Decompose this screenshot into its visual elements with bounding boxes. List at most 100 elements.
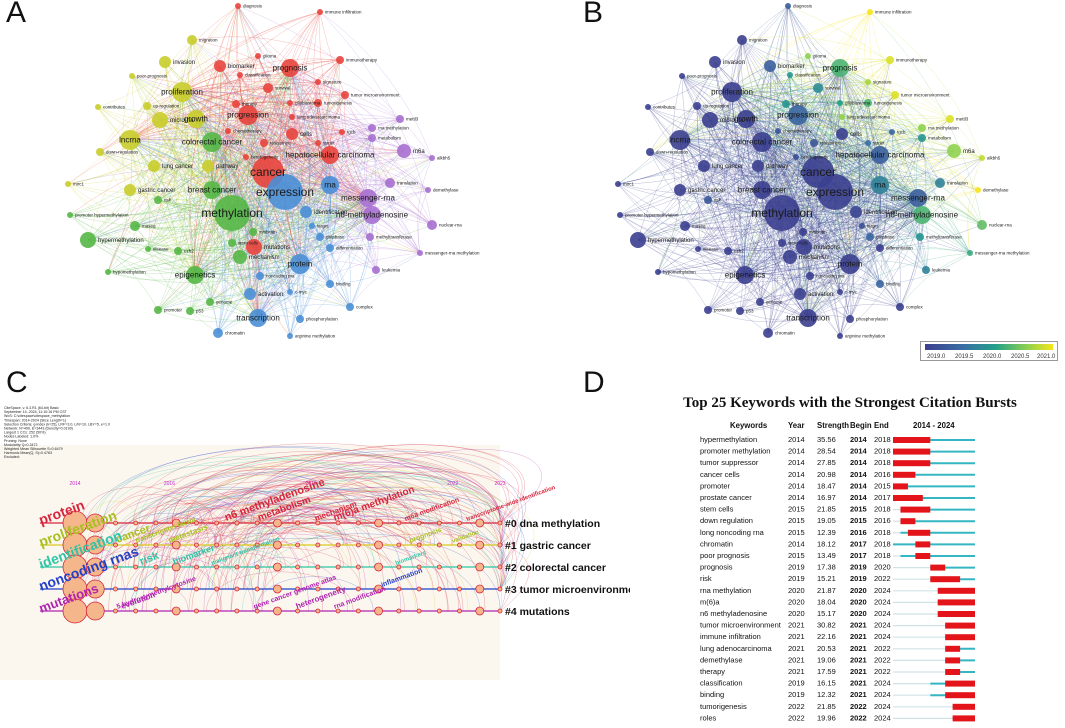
network-node-label: lncrna xyxy=(119,136,141,145)
network-edge xyxy=(257,55,331,156)
network-node-label: pathway xyxy=(216,164,238,170)
burst-strength: 27.85 xyxy=(817,458,836,467)
network-edge xyxy=(714,61,783,214)
network-edge xyxy=(164,61,233,214)
bursts-header-range: 2014 - 2024 xyxy=(913,421,955,430)
network-edge xyxy=(314,81,331,186)
network-edge xyxy=(679,125,983,159)
network-edge xyxy=(257,55,331,186)
network-node xyxy=(326,244,334,252)
network-edge xyxy=(757,165,921,238)
network-edge xyxy=(731,67,841,93)
timeline-node xyxy=(295,608,301,614)
network-edge xyxy=(317,142,405,155)
network-node xyxy=(244,288,256,300)
network-edge xyxy=(867,142,955,155)
network-edge xyxy=(757,67,841,167)
network-edge xyxy=(107,103,237,273)
network-edge xyxy=(761,141,901,308)
network-edge xyxy=(189,189,214,312)
burst-begin: 2014 xyxy=(850,493,868,502)
network-edge xyxy=(679,139,871,238)
network-edge xyxy=(247,114,331,186)
network-edge xyxy=(769,65,881,186)
timeline-node xyxy=(497,564,503,570)
citation-arc xyxy=(144,486,423,568)
network-edge xyxy=(177,154,331,252)
network-edge xyxy=(219,65,373,216)
network-edge xyxy=(679,139,729,252)
network-edge xyxy=(817,87,919,199)
citation-arc xyxy=(204,490,518,612)
network-edge xyxy=(805,133,843,319)
network-edge xyxy=(617,61,716,185)
network-edge xyxy=(777,130,851,265)
network-node-label: heterogeneity xyxy=(801,155,829,160)
burst-bar xyxy=(900,506,931,513)
network-edge xyxy=(684,94,896,227)
network-edge xyxy=(817,87,881,186)
network-edge xyxy=(789,73,896,96)
network-edge xyxy=(239,214,373,258)
network-edge xyxy=(147,142,265,250)
network-edge xyxy=(637,119,711,241)
network-node xyxy=(255,53,261,59)
bursts-header-end: End xyxy=(874,421,889,430)
burst-strength: 18.12 xyxy=(817,539,836,548)
network-edge xyxy=(839,67,866,227)
timeline-node xyxy=(475,606,485,616)
network-node-label: expression xyxy=(256,185,314,199)
network-edge xyxy=(157,102,319,311)
network-edge xyxy=(259,214,373,277)
legend-tick: 2020.0 xyxy=(983,354,1002,360)
network-edge xyxy=(69,214,196,276)
burst-year: 2014 xyxy=(788,458,805,467)
network-edge xyxy=(267,11,321,173)
network-edge xyxy=(157,199,373,225)
network-edge xyxy=(637,214,923,251)
network-edge xyxy=(731,91,979,191)
burst-begin: 2019 xyxy=(850,563,867,572)
network-edge xyxy=(684,91,733,227)
burst-year: 2019 xyxy=(788,690,805,699)
network-edge xyxy=(839,67,951,120)
network-edge xyxy=(781,118,951,214)
network-edge xyxy=(803,137,923,248)
network-edge xyxy=(727,118,750,252)
network-node xyxy=(946,115,954,123)
network-edge xyxy=(299,189,429,265)
network-edge xyxy=(679,175,919,199)
network-edge xyxy=(329,118,401,186)
network-edge xyxy=(129,139,179,252)
network-edge xyxy=(217,133,293,334)
network-edge xyxy=(785,102,923,129)
network-node-label: genome xyxy=(216,300,233,305)
network-edge xyxy=(181,86,319,104)
burst-keyword: chromatin xyxy=(700,539,733,548)
burst-bar xyxy=(952,715,975,722)
timeline-node xyxy=(234,542,240,548)
network-edge xyxy=(177,184,331,252)
network-edge xyxy=(194,184,331,276)
network-edge xyxy=(696,105,923,216)
network-edge xyxy=(867,81,919,199)
network-node-label: therapy xyxy=(792,102,808,107)
network-edge xyxy=(299,94,346,265)
network-node xyxy=(674,184,686,196)
network-edge xyxy=(879,118,951,186)
network-edge xyxy=(217,184,331,334)
burst-strength: 17.59 xyxy=(817,667,836,676)
network-edge xyxy=(189,197,369,312)
timeline-node xyxy=(436,608,442,614)
network-node-label: cells xyxy=(300,132,312,138)
network-node xyxy=(709,56,721,68)
network-edge xyxy=(619,154,881,217)
citation-arc xyxy=(252,464,503,546)
burst-begin: 2017 xyxy=(850,539,867,548)
burst-keyword: m(6)a xyxy=(700,597,720,606)
network-edge xyxy=(899,137,927,308)
network-edge xyxy=(181,91,331,156)
burst-year: 2019 xyxy=(788,563,805,572)
network-edge xyxy=(289,67,373,139)
network-edge xyxy=(797,114,921,238)
